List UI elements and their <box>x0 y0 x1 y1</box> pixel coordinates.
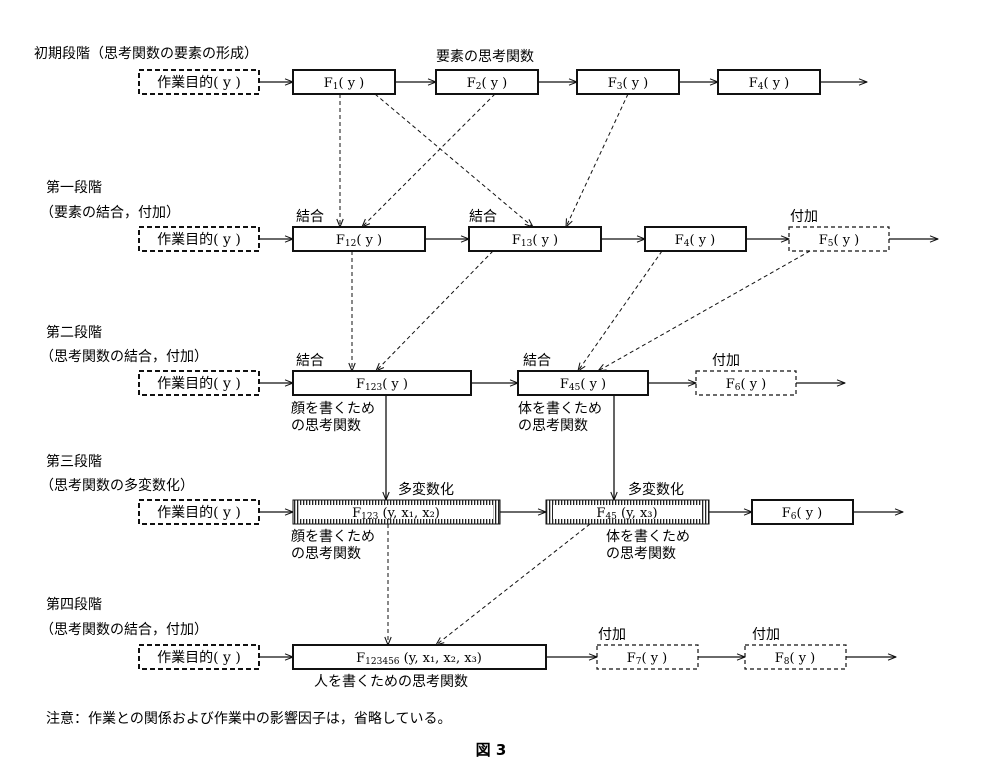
stage-2-title: 第二段階 <box>46 324 102 341</box>
box-s2-f123-label: F123( y ) <box>356 377 408 393</box>
note-text: 注意：作業との関係および作業中の影響因子は，省略している。 <box>46 710 451 727</box>
box-s3-f45-label: F45 (y, x₃) <box>596 506 657 522</box>
arrow <box>436 523 591 645</box>
stage-4-subtitle: （思考関数の結合，付加） <box>40 622 208 638</box>
arrow <box>566 93 629 227</box>
box-s2-f6-label: F6( y ) <box>726 377 767 393</box>
box-s1-f12-label: F12( y ) <box>336 233 382 249</box>
person-function-label: 人を書くための思考関数 <box>314 674 468 690</box>
box-s1-f12: F12( y ) <box>292 226 426 252</box>
stage-1-to-2-connectors <box>352 250 811 371</box>
box-s3-f123-label: F123 (y, x₁, x₂) <box>352 506 440 522</box>
stage-1-title: 第一段階 <box>46 179 102 196</box>
stage-1-subtitle: （要素の結合，付加） <box>40 205 180 221</box>
box-s1-f5-label: F5( y ) <box>819 233 860 249</box>
arrow <box>362 93 496 227</box>
box-s2-f45-label: F45( y ) <box>560 377 606 393</box>
box-s0-f3: F3( y ) <box>576 69 680 95</box>
goal-box-label: 作業目的( y ) <box>157 650 241 666</box>
combine-label-f45: 結合 <box>523 353 551 369</box>
face-function-label-s2-line1: 顔を書くため <box>291 401 375 417</box>
box-s4-f8: F8( y ) <box>744 644 847 670</box>
multivariate-label-f45: 多変数化 <box>628 481 684 498</box>
body-function-label-s3-line2: の思考関数 <box>606 546 676 562</box>
stage-0-to-1-connectors <box>340 93 629 227</box>
goal-box-stage-1: 作業目的( y ) <box>138 226 260 252</box>
stage-4-title: 第四段階 <box>46 596 102 613</box>
combine-label-f13: 結合 <box>469 209 497 225</box>
add-label-f7: 付加 <box>598 627 626 643</box>
box-s1-f5: F5( y ) <box>788 226 890 252</box>
face-function-label-s3-line1: 顔を書くため <box>291 529 375 545</box>
goal-box-label: 作業目的( y ) <box>157 505 241 521</box>
box-s3-f6-label: F6( y ) <box>782 506 823 522</box>
box-s2-f6: F6( y ) <box>695 370 797 396</box>
body-function-label-s2-line1: 体を書くため <box>518 401 602 417</box>
box-s0-f1: F1( y ) <box>292 69 396 95</box>
face-function-label-s2-line2: の思考関数 <box>291 418 361 434</box>
add-label-f8: 付加 <box>752 627 780 643</box>
stage-3-to-4-connectors <box>388 523 591 645</box>
body-function-label-s2-line2: の思考関数 <box>518 418 588 434</box>
box-s4-f8-label: F8( y ) <box>775 651 816 667</box>
goal-box-stage-3: 作業目的( y ) <box>138 499 260 525</box>
goal-box-stage-0: 作業目的( y ) <box>138 69 260 95</box>
box-s0-f4: F4( y ) <box>717 69 821 95</box>
element-functions-label: 要素の思考関数 <box>436 49 534 65</box>
face-function-label-s3-line2: の思考関数 <box>291 546 361 562</box>
box-s1-f4: F4( y ) <box>644 226 747 252</box>
stage-0-title: 初期段階（思考関数の要素の形成） <box>34 45 258 62</box>
box-s1-f13-label: F13( y ) <box>512 233 558 249</box>
goal-box-label: 作業目的( y ) <box>157 75 241 91</box>
box-s4-f123456-label: F123456 (y, x₁, x₂, x₃) <box>356 651 482 667</box>
box-s0-f4-label: F4( y ) <box>749 76 790 92</box>
stage-2-subtitle: （思考関数の結合，付加） <box>40 349 208 365</box>
box-s1-f4-label: F4( y ) <box>675 233 716 249</box>
stage-3-subtitle: （思考関数の多変数化） <box>40 477 194 494</box>
arrow <box>578 250 663 371</box>
box-s0-f1-label: F1( y ) <box>324 76 365 92</box>
box-s0-f2-label: F2( y ) <box>467 76 508 92</box>
figure-caption: 図 3 <box>476 741 507 759</box>
box-s2-f45: F45( y ) <box>517 370 649 396</box>
goal-box-label: 作業目的( y ) <box>157 376 241 392</box>
combine-label-f123: 結合 <box>296 353 324 369</box>
arrow <box>376 250 494 371</box>
box-s3-f6: F6( y ) <box>751 499 854 525</box>
goal-box-stage-4: 作業目的( y ) <box>138 644 260 670</box>
stage-3-title: 第三段階 <box>46 453 102 470</box>
box-s4-f7-label: F7( y ) <box>627 651 668 667</box>
add-label-f5: 付加 <box>790 209 818 225</box>
box-s3-f45: F45 (y, x₃) <box>545 499 710 525</box>
multivariate-label-f123: 多変数化 <box>398 481 454 498</box>
box-s4-f123456: F123456 (y, x₁, x₂, x₃) <box>292 644 547 670</box>
body-function-label-s3-line1: 体を書くため <box>606 529 690 545</box>
arrow <box>598 250 811 371</box>
add-label-f6: 付加 <box>712 353 740 369</box>
stage-2-to-3-arrows <box>386 395 614 500</box>
goal-box-stage-2: 作業目的( y ) <box>138 370 260 396</box>
box-s2-f123: F123( y ) <box>292 370 472 396</box>
goal-box-label: 作業目的( y ) <box>157 232 241 248</box>
box-s3-f123: F123 (y, x₁, x₂) <box>292 499 501 525</box>
box-s1-f13: F13( y ) <box>468 226 602 252</box>
box-s4-f7: F7( y ) <box>596 644 699 670</box>
box-s0-f2: F2( y ) <box>435 69 539 95</box>
box-s0-f3-label: F3( y ) <box>608 76 649 92</box>
arrow <box>374 93 533 227</box>
combine-label-f12: 結合 <box>296 209 324 225</box>
